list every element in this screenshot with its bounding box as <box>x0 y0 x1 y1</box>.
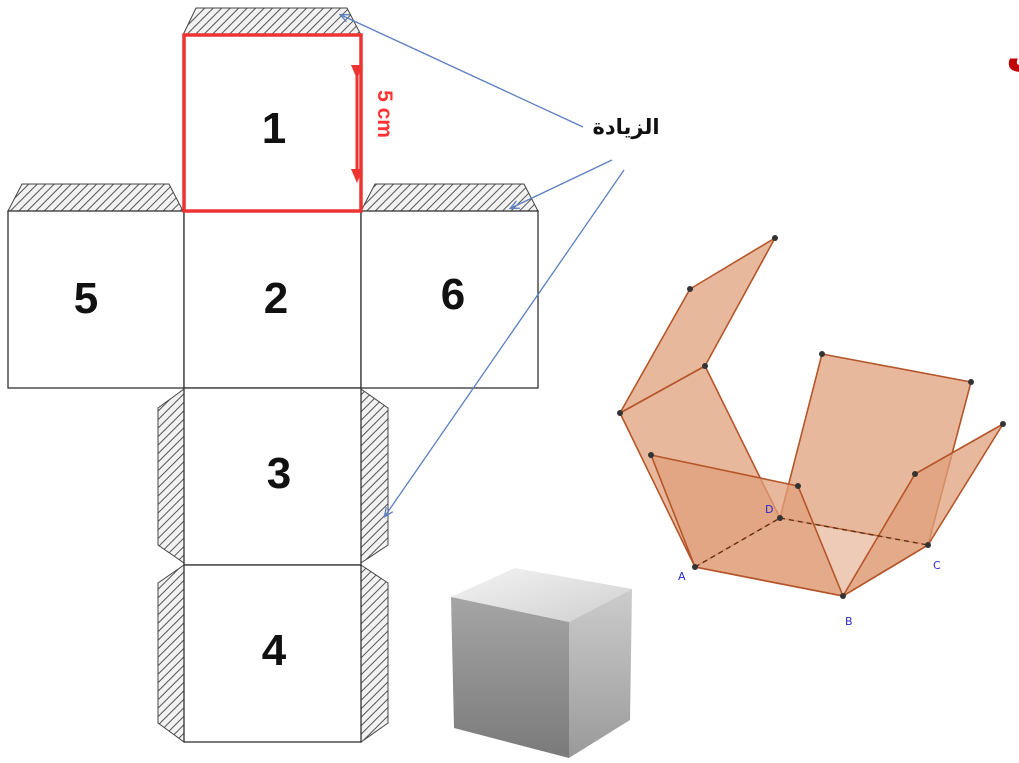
face-5-number: 5 <box>74 274 98 323</box>
solid-cube-illustration <box>451 568 632 758</box>
face-4 <box>183 564 362 743</box>
hidden-edge-ad <box>694 517 781 568</box>
glue-tab-left-face-4 <box>157 564 185 743</box>
diagram-title: مخطط المكعب <box>1006 32 1019 83</box>
face-1 <box>182 33 363 213</box>
vertex-points <box>617 235 1006 599</box>
face-6-number: 6 <box>441 270 465 319</box>
glue-tab-top-face-1 <box>182 7 362 36</box>
cube-net: 1 2 3 4 5 6 <box>7 33 539 743</box>
glue-tab-left-face-3 <box>157 388 185 564</box>
vertex-label-d: D <box>765 503 773 516</box>
glue-tab-label: الزيادة <box>592 115 659 139</box>
callout-arrow-side-tab <box>385 169 625 516</box>
base-edge-ab <box>694 566 844 597</box>
glue-tab-top-face-6 <box>360 183 539 212</box>
hidden-edge-dc <box>779 517 929 546</box>
callout-arrows <box>341 15 625 516</box>
cube-top-face <box>451 568 632 622</box>
cube-side-face <box>569 589 632 758</box>
vertex-label-b: B <box>845 615 853 628</box>
base-edge-bc <box>842 544 929 597</box>
face-3 <box>183 387 362 566</box>
cube-front-face <box>451 597 569 758</box>
glue-tab-right-face-3 <box>360 388 389 564</box>
face-2 <box>183 210 362 389</box>
folded-net-illustration: A B C D <box>617 235 1006 628</box>
face-1-number: 1 <box>262 104 286 153</box>
dimension-label: 5 cm <box>373 90 396 138</box>
callout-arrow-top-tab <box>341 15 584 128</box>
face-3-number: 3 <box>267 449 291 498</box>
face-6 <box>360 210 539 389</box>
face-5 <box>7 210 185 389</box>
vertex-label-a: A <box>678 570 686 583</box>
callout-arrow-right-tab <box>511 159 613 208</box>
glue-tab-right-face-4 <box>360 564 389 743</box>
vertex-label-c: C <box>933 559 941 572</box>
dimension-indicator: 5 cm <box>351 65 396 183</box>
face-4-number: 4 <box>262 626 287 675</box>
glue-tab-top-face-5 <box>7 183 184 212</box>
face-2-number: 2 <box>264 274 288 323</box>
